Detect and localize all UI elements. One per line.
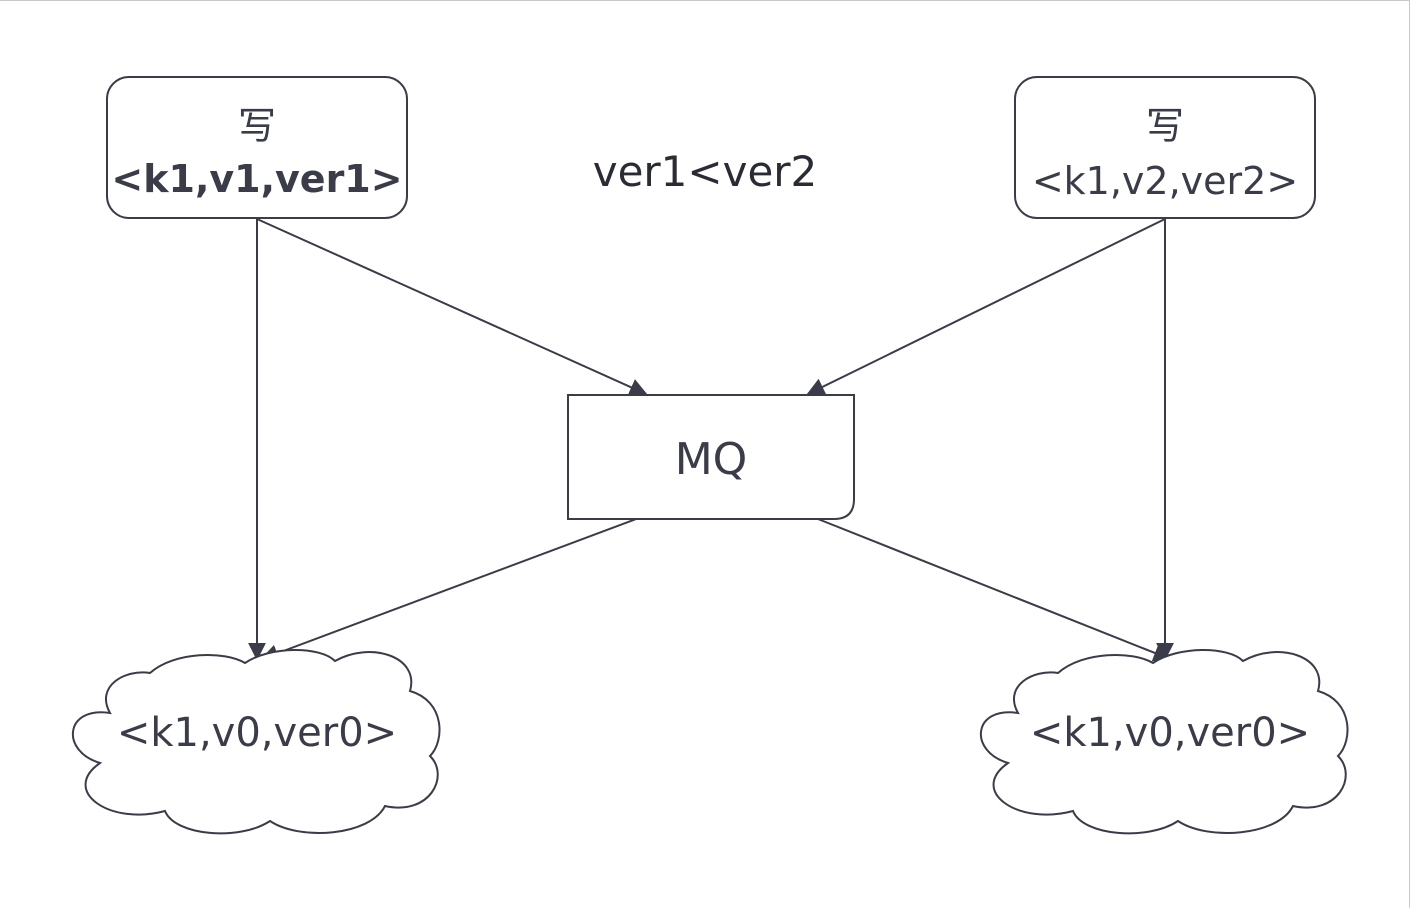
writer1-node: 写 <k1,v1,ver1> — [106, 76, 408, 219]
writer2-payload: <k1,v2,ver2> — [1032, 159, 1298, 203]
mq-label: MQ — [675, 434, 748, 485]
store2-cloud — [980, 649, 1349, 835]
mq-box — [567, 394, 855, 520]
store1-cloud — [72, 649, 441, 835]
store2-label: <k1,v0,ver0> — [1030, 710, 1310, 756]
edge-writer2-to-mq — [806, 218, 1166, 395]
edges — [248, 218, 1174, 662]
edge-mq-to-store1 — [260, 518, 637, 662]
writer2-box — [1014, 76, 1316, 219]
mq-node: MQ — [567, 394, 855, 520]
store2-node: <k1,v0,ver0> — [980, 649, 1349, 835]
writer1-title: 写 — [238, 104, 276, 148]
store1-label: <k1,v0,ver0> — [117, 710, 397, 756]
store1-node: <k1,v0,ver0> — [72, 649, 441, 835]
edge-writer1-to-mq — [256, 218, 648, 396]
version-annotation: ver1<ver2 — [593, 147, 818, 196]
writer2-node: 写 <k1,v2,ver2> — [1014, 76, 1316, 219]
writer2-title: 写 — [1146, 104, 1184, 148]
writer1-box — [106, 76, 408, 219]
edge-mq-to-store2 — [817, 518, 1172, 662]
writer1-payload: <k1,v1,ver1> — [111, 157, 402, 201]
